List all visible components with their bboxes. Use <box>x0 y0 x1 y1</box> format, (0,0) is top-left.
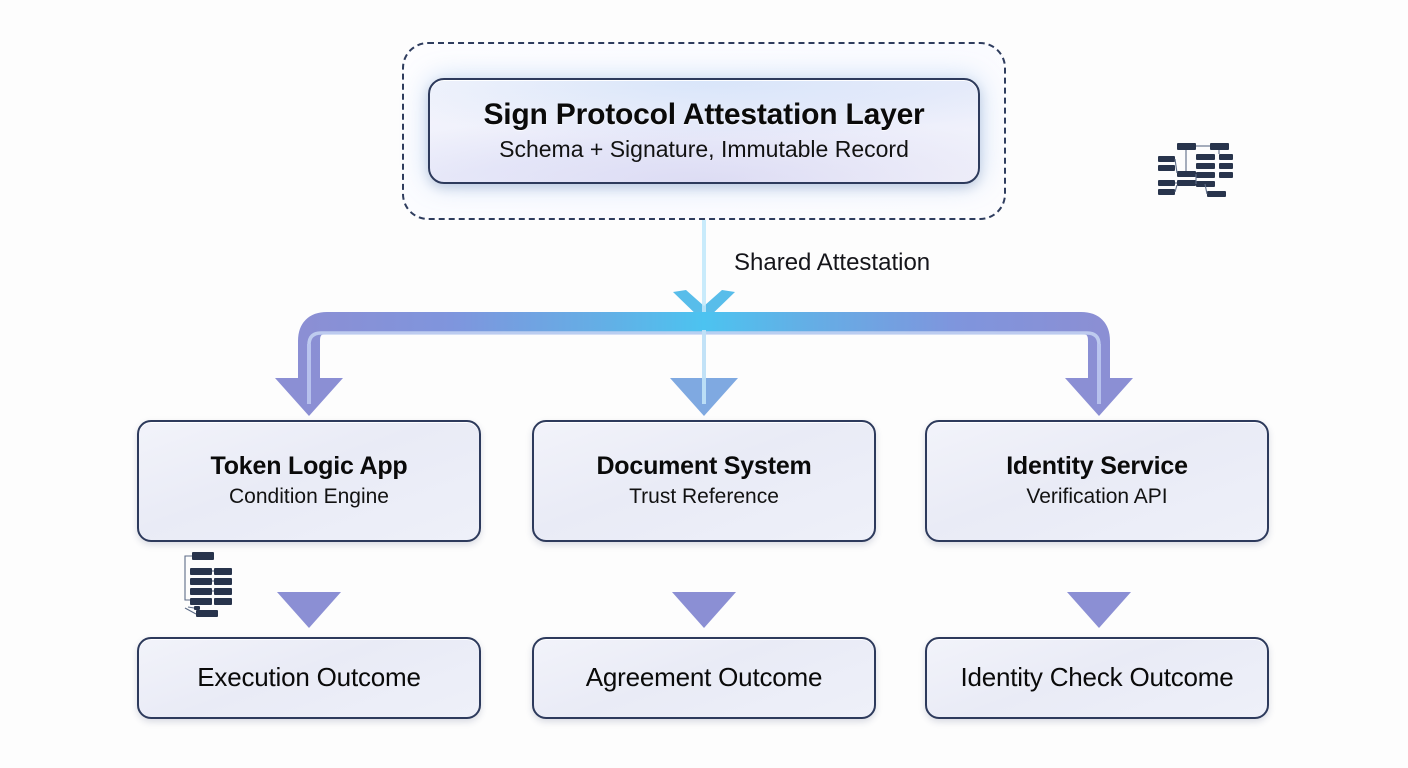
node-subtitle: Schema + Signature, Immutable Record <box>499 135 909 162</box>
connector-identity-service-to-identity-check-outcome <box>1067 540 1131 628</box>
node-title: Sign Protocol Attestation Layer <box>483 98 925 132</box>
node-subtitle: Verification API <box>1026 485 1168 509</box>
node-title: Identity Service <box>1006 451 1188 480</box>
node-title: Token Logic App <box>210 451 408 480</box>
connector-distribution-bus <box>298 312 1110 368</box>
flowchart-glyph-left-icon <box>184 552 232 617</box>
node-title: Document System <box>596 451 812 480</box>
node-token-logic-app[interactable]: Token Logic App Condition Engine <box>137 420 481 542</box>
node-subtitle: Trust Reference <box>629 485 779 509</box>
connector-bus-to-identity-service <box>1065 344 1133 416</box>
edge-label-shared-attestation: Shared Attestation <box>734 249 931 276</box>
connector-token-logic-to-execution-outcome <box>277 540 341 628</box>
node-agreement-outcome[interactable]: Agreement Outcome <box>532 637 876 719</box>
node-identity-service[interactable]: Identity Service Verification API <box>925 420 1269 542</box>
node-title: Execution Outcome <box>197 662 421 693</box>
connector-bus-to-document-system <box>670 324 738 416</box>
connector-bus-to-token-logic <box>275 344 343 416</box>
node-title: Agreement Outcome <box>585 662 823 693</box>
node-execution-outcome[interactable]: Execution Outcome <box>137 637 481 719</box>
node-sign-protocol-attestation-layer[interactable]: Sign Protocol Attestation Layer Schema +… <box>428 78 980 184</box>
node-subtitle: Condition Engine <box>229 485 389 509</box>
node-identity-check-outcome[interactable]: Identity Check Outcome <box>925 637 1269 719</box>
connector-document-system-to-agreement-outcome <box>672 540 736 628</box>
node-title: Identity Check Outcome <box>960 662 1234 693</box>
node-document-system[interactable]: Document System Trust Reference <box>532 420 876 542</box>
flowchart-glyph-top-right-icon <box>1158 143 1233 197</box>
